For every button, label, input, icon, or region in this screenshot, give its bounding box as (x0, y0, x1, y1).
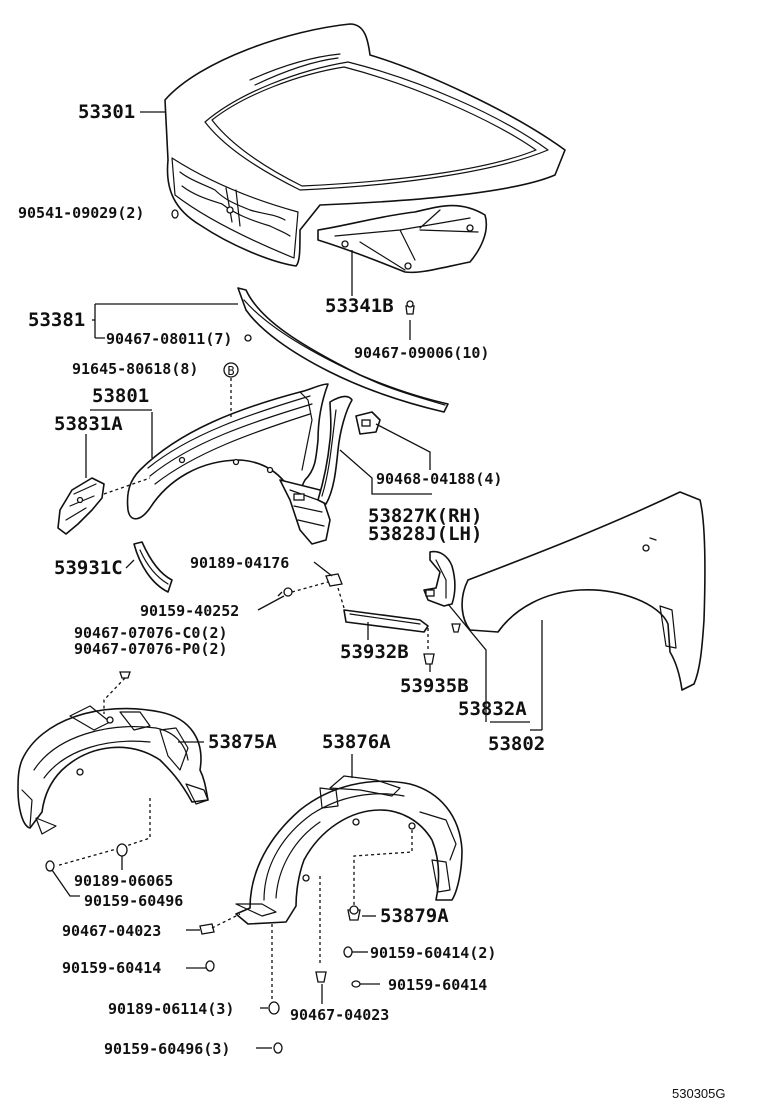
label-90159-40252: 90159-40252 (140, 602, 239, 620)
label-53802: 53802 (488, 733, 545, 755)
label-53831a: 53831A (54, 413, 123, 435)
seal-clip-icon (244, 334, 252, 342)
fender-bolt-icon (277, 587, 293, 597)
liner-clip-90467-04023-b-icon (315, 971, 327, 983)
label-90189-06114: 90189-06114(3) (108, 1000, 234, 1018)
hood-seal-bolt-icon (405, 300, 415, 315)
fender-clip-53935b-icon (423, 653, 435, 665)
label-53341b: 53341B (325, 295, 394, 317)
liner-screw-90159-60496-icon (45, 860, 55, 872)
label-53935b: 53935B (400, 675, 469, 697)
label-53301: 53301 (78, 101, 135, 123)
hood-panel (164, 23, 566, 274)
fender-nut-clip-icon (325, 573, 343, 587)
label-90189-06065: 90189-06065 (74, 872, 173, 890)
label-90189-04176: 90189-04176 (190, 554, 289, 572)
liner-clip-90467-04023-a-icon (199, 923, 215, 935)
label-90467-07076-c0: 90467-07076-C0(2) (74, 624, 228, 642)
liner-screw-90159-60414-2-icon (343, 946, 353, 958)
label-90467-09006: 90467-09006(10) (354, 344, 489, 362)
label-90468-04188: 90468-04188(4) (376, 470, 502, 488)
fender-rear-bracket-lh (423, 550, 456, 607)
label-90541-09029: 90541-09029(2) (18, 204, 144, 222)
fender-bracket-clip-icon (355, 411, 381, 435)
hood-cushion-clip-icon (171, 209, 179, 219)
liner-clip-53879a-icon (347, 905, 361, 921)
label-53801: 53801 (92, 385, 149, 407)
liner-clip-top-icon (119, 671, 131, 679)
label-90467-04023-a: 90467-04023 (62, 922, 161, 940)
fender-liner-lh (235, 775, 463, 925)
label-53875a: 53875A (208, 731, 277, 753)
label-90159-60414-2: 90159-60414(2) (370, 944, 496, 962)
label-53832a: 53832A (458, 698, 527, 720)
label-90467-04023-b: 90467-04023 (290, 1006, 389, 1024)
label-90467-07076-p0: 90467-07076-P0(2) (74, 640, 228, 658)
diagram-code: 530305G (672, 1086, 726, 1101)
marker-letter: B (227, 364, 234, 378)
label-53879a: 53879A (380, 905, 449, 927)
front-fender-lh (451, 491, 706, 691)
label-53932b: 53932B (340, 641, 409, 663)
fender-liner-rh (17, 705, 209, 835)
label-90159-60414-a: 90159-60414 (62, 959, 161, 977)
liner-screw-90159-60496-3-icon (273, 1042, 283, 1054)
liner-clip-90189-06065-icon (116, 843, 128, 857)
label-90467-08011: 90467-08011(7) (106, 330, 232, 348)
liner-clip-90189-06114-icon (268, 1001, 280, 1015)
liner-screw-90159-60414-b-icon (205, 960, 215, 972)
label-53931c: 53931C (54, 557, 123, 579)
label-53381: 53381 (28, 309, 85, 331)
label-90159-60496: 90159-60496 (84, 892, 183, 910)
label-91645-80618: 91645-80618(8) (72, 360, 198, 378)
label-90159-60414-b: 90159-60414 (388, 976, 487, 994)
fender-seal-bracket (133, 541, 173, 593)
front-fender-rh (126, 383, 331, 545)
liner-screw-90159-60414-icon (351, 980, 361, 988)
label-53827k: 53827K(RH) (368, 505, 482, 527)
fender-bolt-b-icon: B (223, 362, 239, 378)
fender-liner-front-bracket (343, 609, 429, 633)
fender-seal-rh-lh (317, 395, 353, 505)
label-90159-60496-3: 90159-60496(3) (104, 1040, 230, 1058)
label-53876a: 53876A (322, 731, 391, 753)
fender-liner-bracket (57, 477, 105, 535)
label-53828j: 53828J(LH) (368, 523, 482, 545)
hood-to-cowl-seal (237, 287, 449, 413)
